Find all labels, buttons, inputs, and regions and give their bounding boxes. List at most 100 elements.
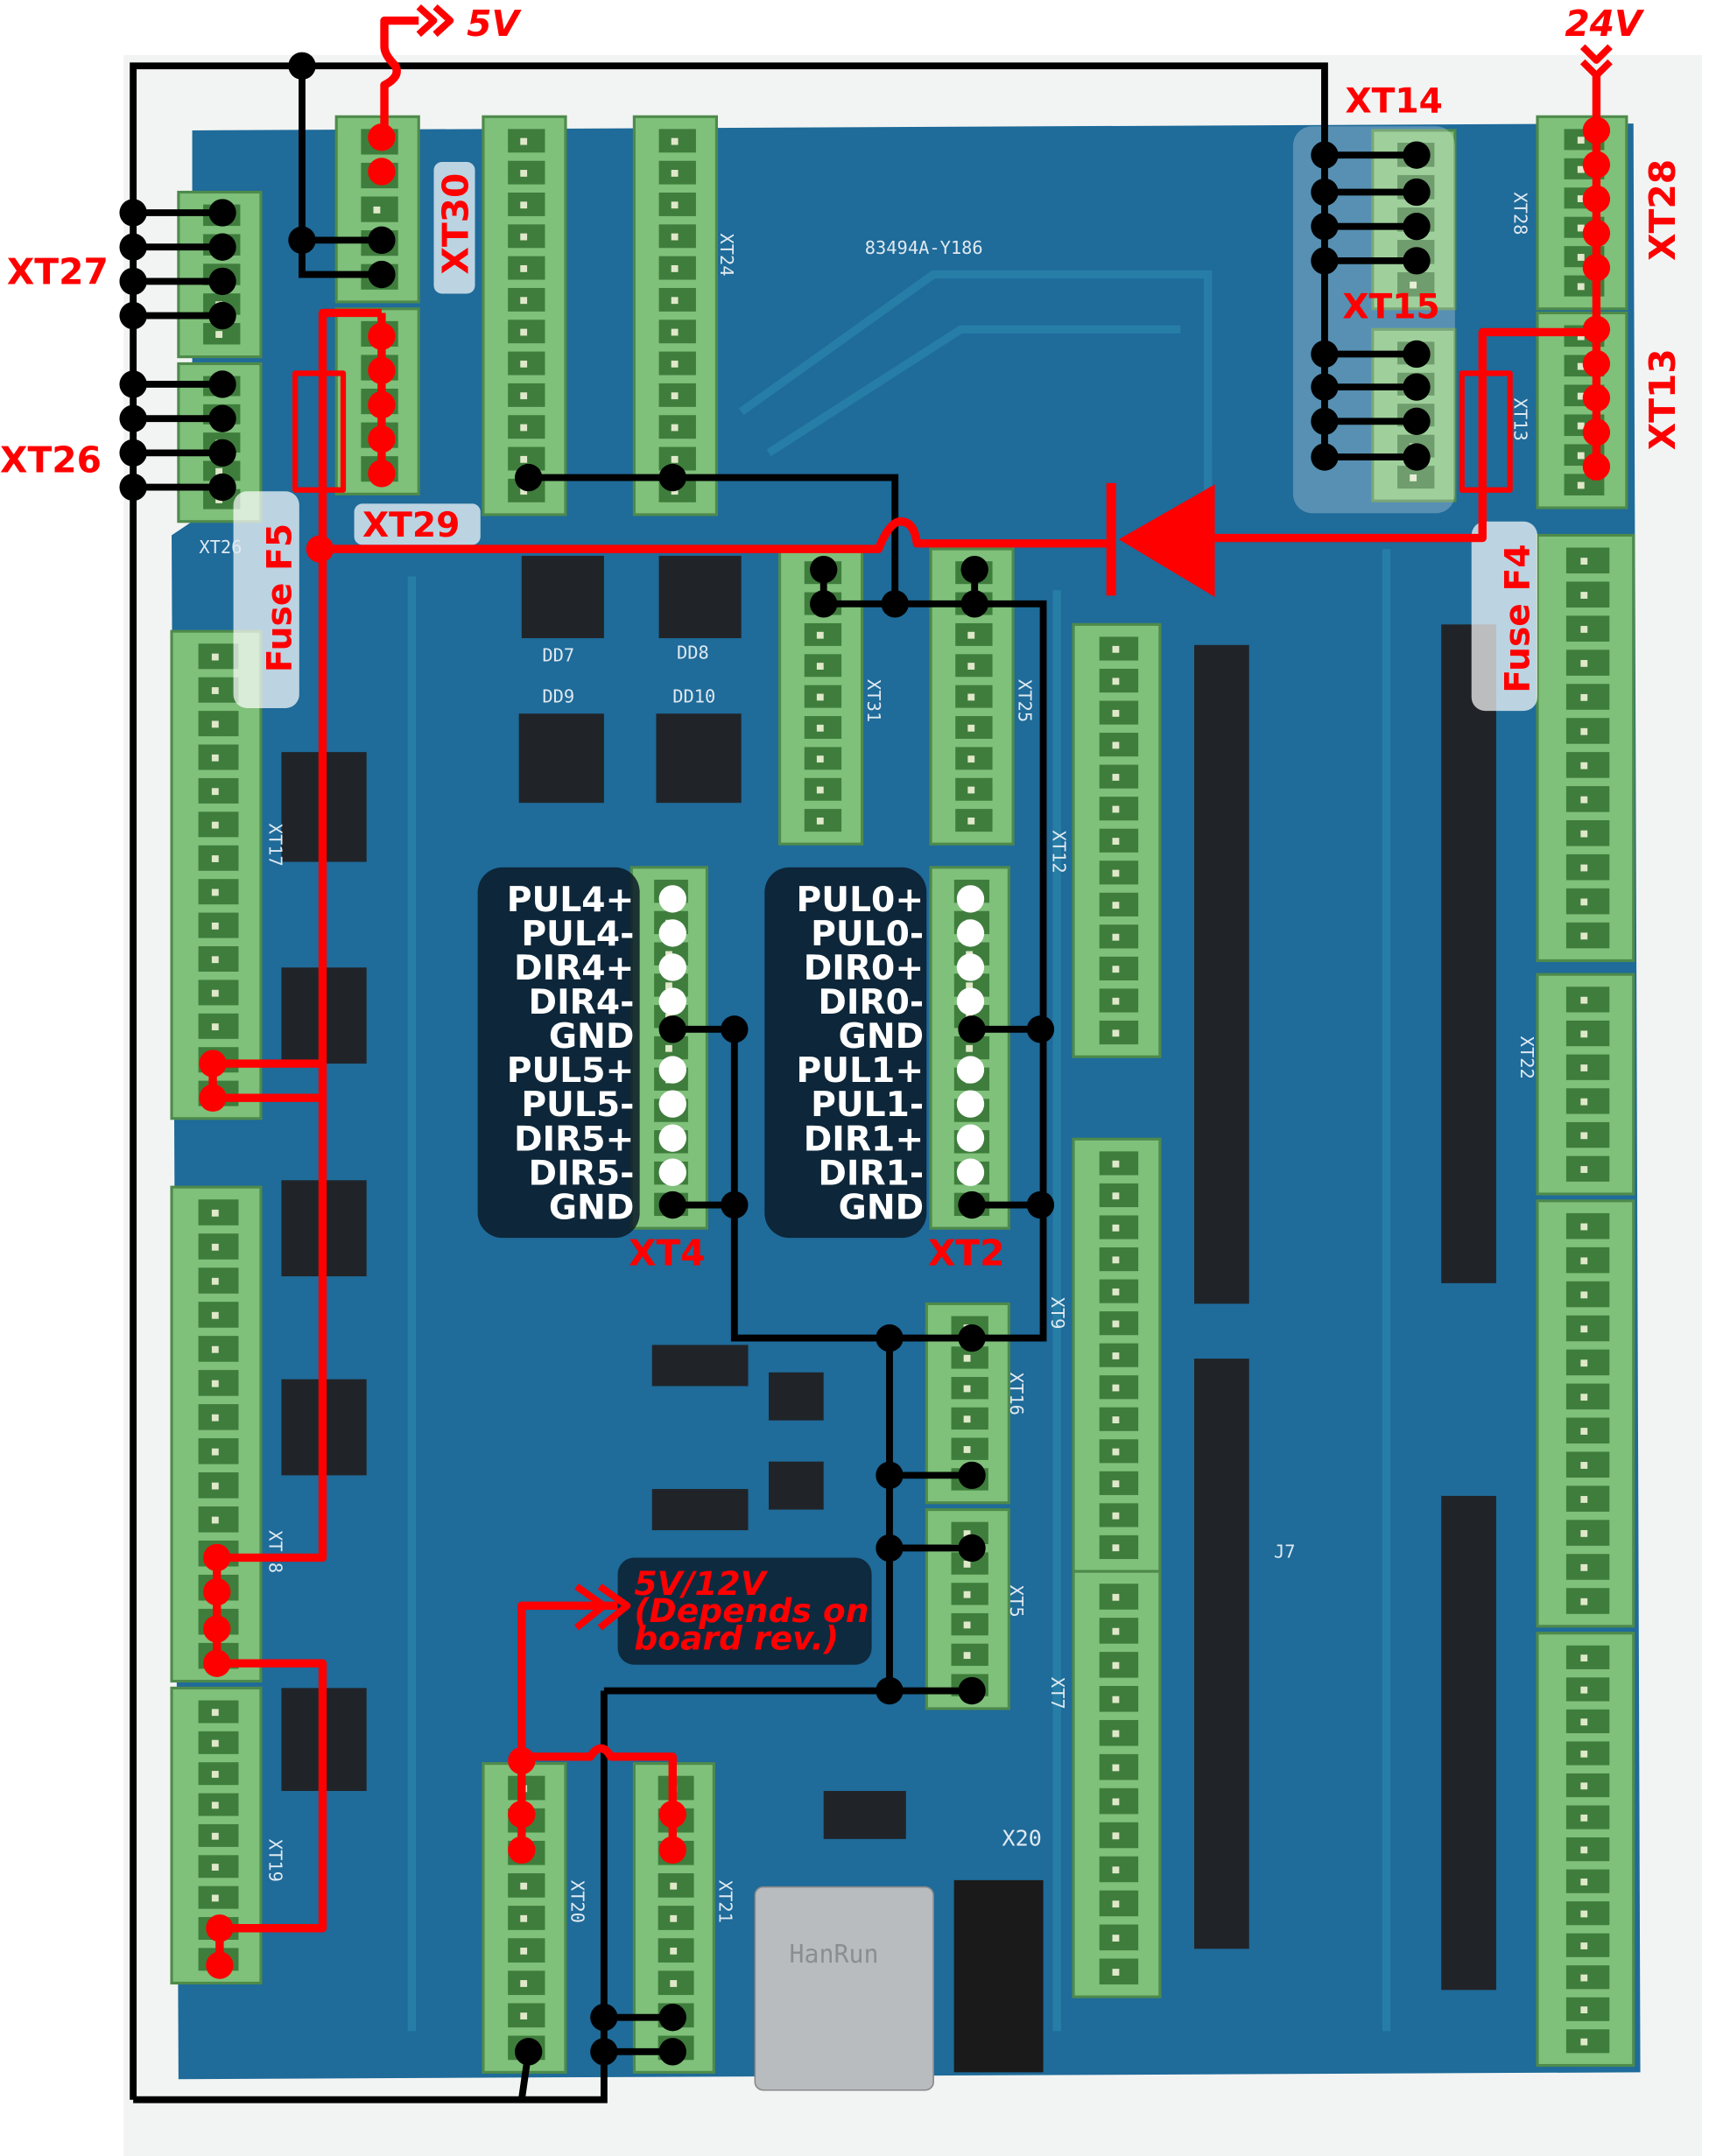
power-junction [368, 356, 396, 384]
ic-chip [518, 713, 604, 804]
label-xt14: XT14 [1345, 82, 1442, 122]
power-junction [1582, 315, 1611, 343]
power-junction [368, 425, 396, 453]
ground-junction [590, 2003, 618, 2032]
pin-label: PUL1+ [797, 1051, 925, 1091]
ground-junction [368, 260, 396, 289]
ground-junction [208, 301, 236, 330]
ground-junction [876, 1534, 904, 1563]
pin-label: DIR1- [818, 1154, 924, 1193]
ic-chip [769, 1461, 824, 1510]
label-fuse-f4: Fuse F4 [1499, 544, 1538, 692]
power-junction [508, 1746, 536, 1775]
terminal-block [1072, 1570, 1162, 1998]
ground-junction [1311, 340, 1339, 369]
label-xt26: XT26 [0, 439, 102, 481]
diode-symbol [1118, 484, 1215, 597]
ground-junction [1311, 373, 1339, 401]
ground-junction [119, 370, 147, 398]
label-xt2: XT2 [928, 1233, 1005, 1275]
label-xt13: XT13 [1642, 348, 1684, 450]
power-junction [1582, 453, 1611, 481]
label-xt4: XT4 [629, 1233, 706, 1275]
pin-marker [956, 919, 985, 947]
ground-junction [1311, 141, 1339, 169]
terminal-block [482, 115, 567, 516]
power-junction [203, 1615, 231, 1643]
power-junction [1582, 383, 1611, 412]
pin-label: PUL0+ [797, 881, 925, 920]
label-5v-12v: 5V/12V [634, 1564, 768, 1603]
silk-xt18: XT18 [264, 1530, 285, 1573]
power-junction [1582, 254, 1611, 282]
pin-marker [658, 1090, 686, 1118]
ground-junction [810, 555, 838, 584]
label-fuse-f5: Fuse F5 [260, 523, 299, 672]
ground-junction [658, 2038, 686, 2066]
terminal-block [1072, 1137, 1162, 1573]
ground-junction [119, 199, 147, 227]
ground-junction [958, 1461, 986, 1490]
ground-junction [658, 1015, 686, 1043]
ground-junction [514, 463, 543, 492]
ground-junction [960, 555, 988, 584]
pin-label: DIR1+ [804, 1120, 924, 1159]
ic-chip [1441, 1495, 1496, 1991]
ground-junction [119, 439, 147, 467]
silk-xt13: XT13 [1509, 398, 1530, 441]
silk-xt19: XT19 [264, 1839, 285, 1882]
ic-chip [823, 1790, 906, 1839]
label-xt29: XT29 [362, 506, 460, 545]
pin-label: PUL5- [521, 1085, 634, 1125]
ground-junction [958, 1015, 986, 1043]
power-junction [206, 1914, 234, 1942]
label-5v-12v-note-2: board rev.) [634, 1619, 839, 1657]
terminal-block [170, 629, 263, 1120]
ic-chip [769, 1372, 824, 1421]
pin-marker [658, 1124, 686, 1152]
silk-xt26: XT26 [199, 537, 242, 558]
pin-label: PUL4+ [507, 881, 635, 920]
ground-junction [958, 1534, 986, 1563]
power-junction [658, 1836, 686, 1865]
ic-chip [651, 1489, 749, 1531]
ground-junction [208, 404, 236, 432]
ground-junction [1403, 407, 1431, 435]
silk-xt12: XT12 [1049, 831, 1070, 874]
ground-junction [1403, 213, 1431, 241]
ground-junction [119, 473, 147, 502]
ic-chip [1194, 1359, 1249, 1949]
silk-xt9: XT9 [1047, 1297, 1068, 1330]
pin-marker [956, 987, 985, 1015]
silk-dd10: DD10 [672, 686, 715, 707]
pin-marker [956, 1124, 985, 1152]
pin-label: GND [549, 1188, 634, 1227]
ground-junction [208, 370, 236, 398]
terminal-block [1536, 115, 1628, 311]
label-5v-12v-note-1: (Depends on [634, 1591, 869, 1630]
label-5v: 5V [467, 3, 522, 45]
power-junction [1582, 185, 1611, 214]
terminal-block [1536, 311, 1628, 509]
power-junction [508, 1836, 536, 1865]
ground-junction [1311, 213, 1339, 241]
power-junction [368, 158, 396, 186]
silk-xt25: XT25 [1014, 679, 1035, 722]
ground-junction [208, 199, 236, 227]
power-junction [368, 322, 396, 350]
ground-junction [1026, 1190, 1055, 1219]
ground-junction [958, 1324, 986, 1352]
label-xt27: XT27 [7, 251, 109, 293]
ground-junction [881, 590, 909, 618]
ground-junction [876, 1324, 904, 1352]
ic-chip [1441, 624, 1496, 1283]
ground-junction [1311, 178, 1339, 207]
pin-marker [956, 885, 985, 913]
pin-marker [658, 885, 686, 913]
silk-xt17: XT17 [264, 824, 285, 867]
silk-board-id: 83494A-Y186 [865, 237, 983, 258]
pin-marker [956, 953, 985, 981]
ic-chip [651, 1345, 749, 1387]
silk-xt20: XT20 [566, 1880, 587, 1923]
